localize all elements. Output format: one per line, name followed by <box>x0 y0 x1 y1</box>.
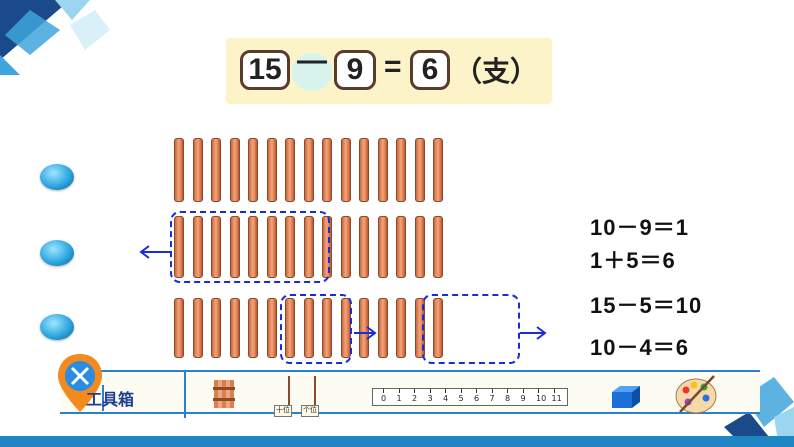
ruler-tick <box>398 389 400 393</box>
counting-stick[interactable] <box>340 216 351 278</box>
counting-stick[interactable] <box>396 138 406 202</box>
ruler-number: 6 <box>474 394 480 403</box>
ruler-tick <box>460 389 462 393</box>
group-four-sticks-outline <box>280 294 352 364</box>
ruler-number: 10 <box>536 394 547 403</box>
counting-stick[interactable] <box>303 138 314 202</box>
toolbox-icon[interactable] <box>56 352 104 414</box>
counting-stick[interactable] <box>174 298 184 358</box>
divider <box>102 385 110 411</box>
ruler-number: 8 <box>505 394 511 403</box>
arrow-right-icon <box>520 326 547 340</box>
ruler-number: 7 <box>489 394 495 403</box>
ruler-tick <box>491 389 493 393</box>
counting-stick[interactable] <box>303 216 314 278</box>
option-bullet-1[interactable] <box>40 164 74 190</box>
unit-label: （支） <box>454 55 539 88</box>
counting-stick[interactable] <box>433 298 443 358</box>
counting-stick[interactable] <box>174 138 184 202</box>
counting-stick[interactable] <box>285 216 295 278</box>
counting-stick[interactable] <box>266 216 277 278</box>
option-bullet-2[interactable] <box>40 240 74 266</box>
counting-stick[interactable] <box>211 298 221 358</box>
ruler-tick <box>538 389 539 393</box>
counting-stick[interactable] <box>229 216 240 278</box>
result-box: 6 <box>410 50 450 90</box>
stick-bundle-icon[interactable] <box>212 378 236 410</box>
equals-sign: = <box>384 50 402 83</box>
ruler-number: 1 <box>396 394 402 403</box>
corner-decoration-top-left <box>0 0 110 75</box>
ruler-number: 9 <box>520 394 526 403</box>
counting-stick[interactable] <box>211 216 221 278</box>
minuend-box: 15 <box>240 50 290 90</box>
counting-stick[interactable] <box>192 138 203 202</box>
divider <box>184 370 186 418</box>
operator-slot[interactable] <box>292 53 332 91</box>
counting-stick[interactable] <box>229 298 240 358</box>
counting-stick[interactable] <box>414 216 425 278</box>
ruler-tick <box>414 389 415 393</box>
ruler-number: 0 <box>381 394 387 403</box>
counting-stick[interactable] <box>322 298 332 358</box>
palette-icon[interactable] <box>674 372 720 416</box>
counting-stick[interactable] <box>192 216 203 278</box>
counting-stick[interactable] <box>396 298 406 358</box>
counting-stick[interactable] <box>211 138 221 202</box>
counting-stick[interactable] <box>248 216 258 278</box>
ruler-number: 4 <box>443 394 449 403</box>
counting-stick[interactable] <box>377 138 388 202</box>
counting-stick[interactable] <box>414 138 425 202</box>
ruler-tick <box>383 389 384 393</box>
operator-text: — <box>297 44 327 77</box>
counting-stick[interactable] <box>248 298 258 358</box>
counting-stick[interactable] <box>322 138 332 202</box>
ruler-tick <box>476 389 477 393</box>
place-value-abacus-icon[interactable] <box>276 374 328 406</box>
ruler-tick <box>445 389 446 393</box>
expression-1: 10－9＝1 <box>590 215 689 240</box>
counting-stick[interactable] <box>433 216 443 278</box>
counting-stick[interactable] <box>303 298 314 358</box>
counting-stick[interactable] <box>359 138 369 202</box>
bottom-accent-bar <box>0 436 794 447</box>
ruler-tick <box>507 389 508 393</box>
ruler-number: 5 <box>458 394 464 403</box>
subtrahend-box: 9 <box>334 50 376 90</box>
counting-stick[interactable] <box>285 298 295 358</box>
counting-stick[interactable] <box>377 216 388 278</box>
ruler-tick <box>522 389 524 393</box>
arrow-right-icon <box>354 326 377 340</box>
ruler-number: 11 <box>551 394 562 403</box>
counting-stick[interactable] <box>396 216 406 278</box>
ruler-number: 3 <box>427 394 433 403</box>
counting-stick[interactable] <box>414 298 425 358</box>
counting-stick[interactable] <box>229 138 240 202</box>
ruler-number: 2 <box>412 394 418 403</box>
expression-3: 15－5＝10 <box>590 293 703 318</box>
tens-label: 十位 <box>274 405 292 417</box>
counting-stick[interactable] <box>266 298 277 358</box>
counting-stick[interactable] <box>285 138 295 202</box>
counting-stick[interactable] <box>248 138 258 202</box>
ruler-tick <box>429 389 431 393</box>
toolbox-title: 工具箱 <box>86 390 135 409</box>
counting-stick[interactable] <box>192 298 203 358</box>
counting-stick[interactable] <box>377 298 388 358</box>
counting-stick[interactable] <box>433 138 443 202</box>
ones-label: 个位 <box>301 405 319 417</box>
group-moved-sticks-outline <box>422 294 520 364</box>
expression-2: 1＋5＝6 <box>590 248 676 273</box>
cube-icon[interactable] <box>610 384 642 410</box>
ruler-tick <box>553 389 555 393</box>
counting-stick[interactable] <box>359 216 369 278</box>
counting-stick[interactable] <box>340 138 351 202</box>
counting-stick[interactable] <box>266 138 277 202</box>
expression-4: 10－4＝6 <box>590 335 689 360</box>
equation-banner: 15 — 9 = 6 （支） <box>226 38 552 104</box>
group-ten-sticks-outline <box>170 211 330 283</box>
arrow-left-icon <box>139 245 172 259</box>
option-bullet-3[interactable] <box>40 314 74 340</box>
